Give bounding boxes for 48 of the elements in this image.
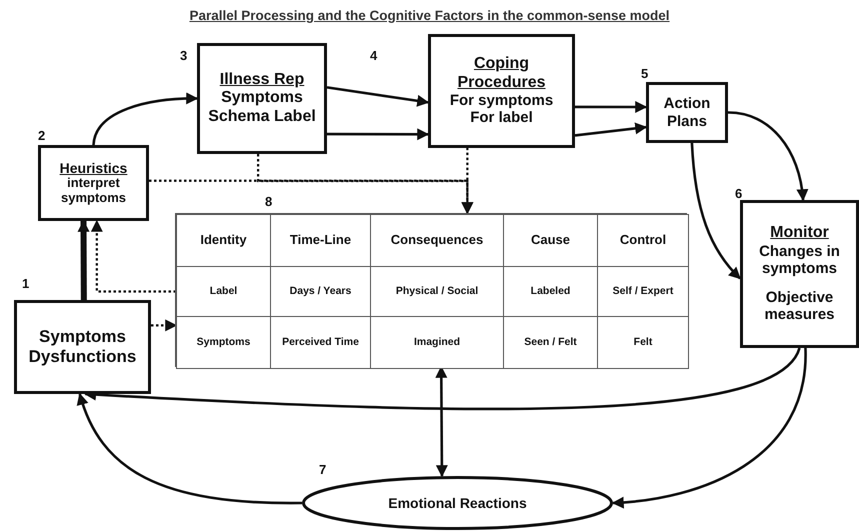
node-text: For symptoms [450,92,554,110]
process-box [740,200,859,348]
heading-text: Monitor [770,224,829,243]
callout-number: 4 [370,48,378,63]
callout-number: 7 [319,462,326,477]
process-box [646,82,728,143]
dotted-arrow [90,220,176,293]
node-text: Changes in symptoms [758,242,841,278]
arrow [728,111,808,202]
dotted-arrow [461,146,474,214]
node-text: interpret symptoms [60,176,128,206]
node-text: Symptoms Schema Label [207,89,317,126]
heading-text: Coping Procedures [456,55,547,92]
arrow [92,92,198,146]
heading-text: Heuristics [60,160,128,176]
callout-number: 6 [735,186,742,201]
process-box [14,300,151,394]
arrow [574,122,648,137]
table-header-cell: Control [597,214,689,267]
heading-text: Illness Rep [220,70,304,90]
node-text: Objective measures [763,289,836,324]
arrow [575,101,648,113]
process-box [38,145,149,221]
emotion-ellipse [302,476,613,530]
arrow [84,347,801,410]
callout-number: 2 [38,128,46,143]
callout-number: 3 [180,48,188,63]
diagram-title: Parallel Processing and the Cognitive Factors in the common-sense model [188,8,671,23]
arrow [326,86,430,107]
node-text: Action Plans [662,95,712,130]
dotted-arrow [151,319,178,332]
node-text: Emotional Reactions [388,494,527,512]
callout-number: 8 [265,194,272,209]
node-text: Symptoms Dysfunctions [28,327,138,367]
arrow [327,128,430,140]
callout-number: 1 [22,276,30,291]
process-box [197,43,327,154]
data-table [175,213,687,367]
table-header-cell: Identity [176,214,271,267]
arrow [77,392,302,504]
callout-number: 5 [641,66,648,81]
arrow [78,220,90,300]
table-cell: Symptoms [176,316,271,369]
arrow [690,142,741,280]
node-text: For label [470,109,533,127]
arrow [612,348,807,508]
process-box [428,34,575,148]
table-cell: Felt [597,316,689,369]
